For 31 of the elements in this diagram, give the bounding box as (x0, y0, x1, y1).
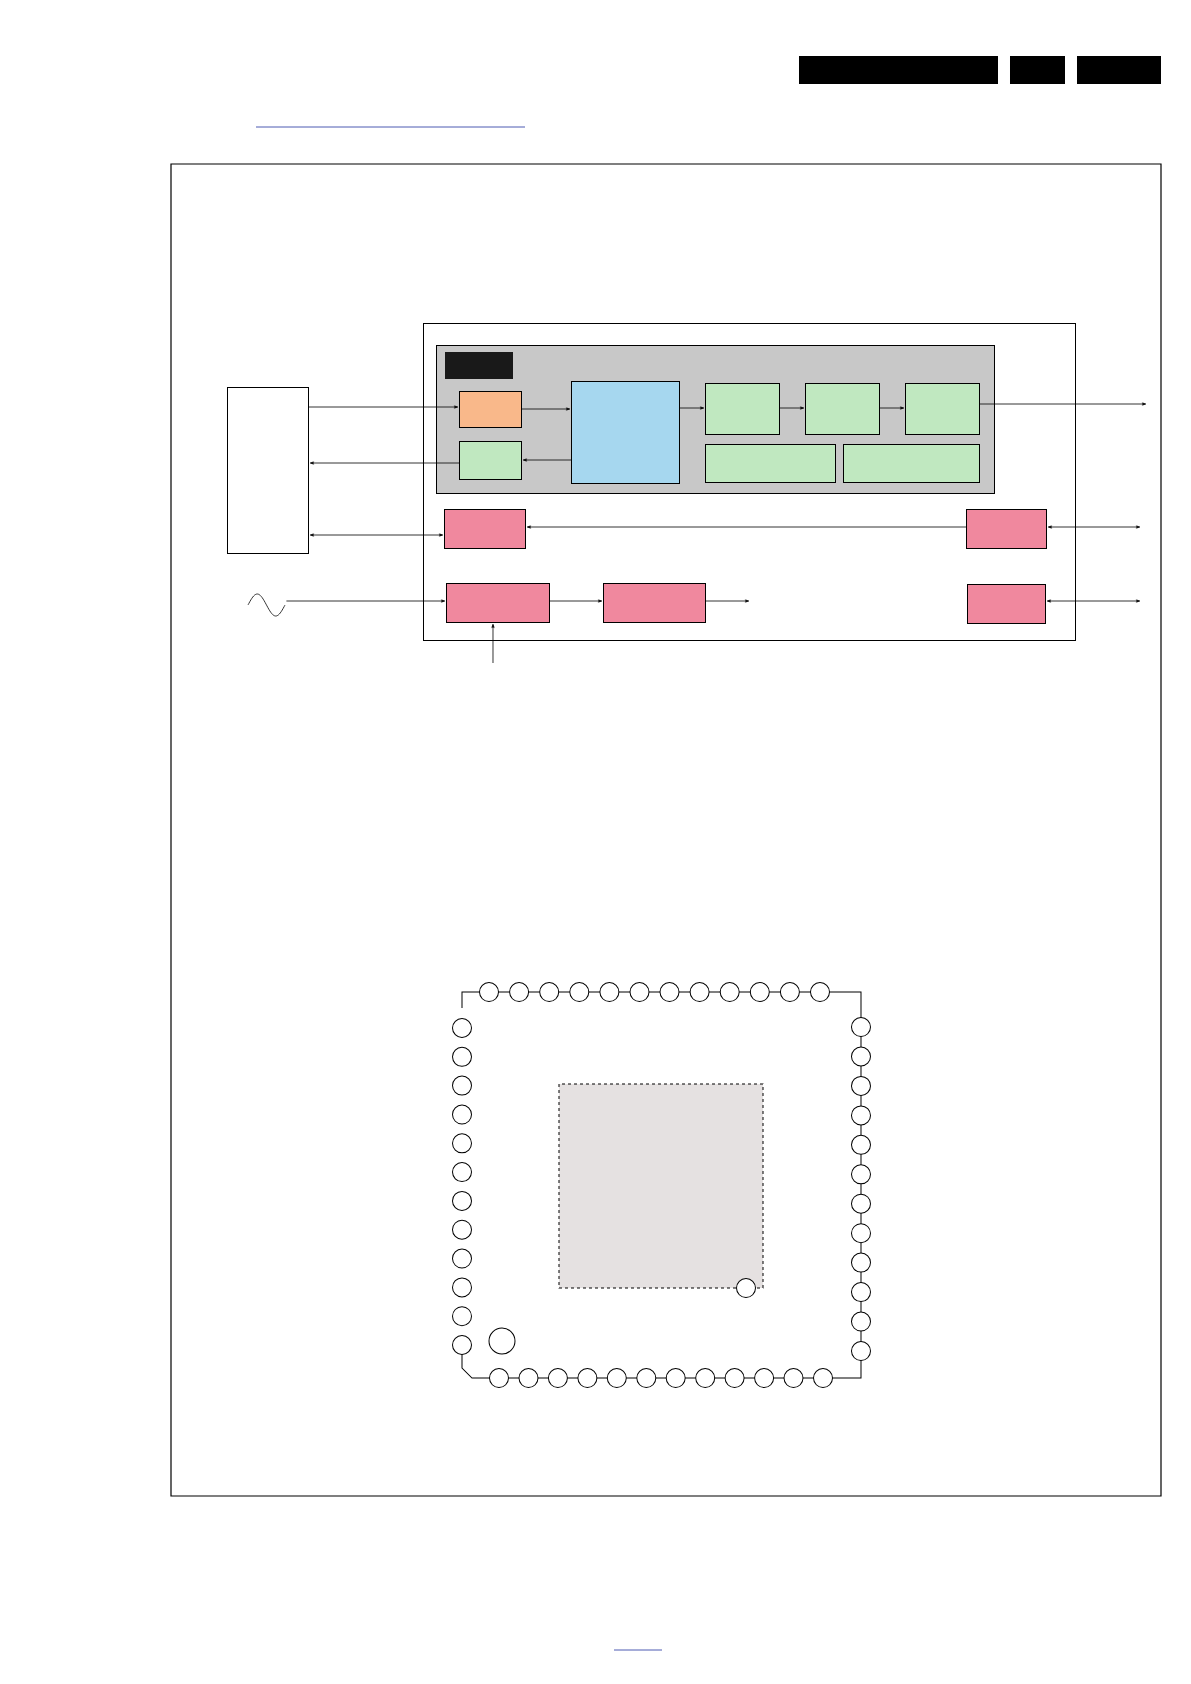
block-box (705, 383, 780, 435)
block-box (446, 583, 550, 623)
block-box (705, 444, 836, 483)
arrow (779, 406, 805, 410)
arrow (1047, 525, 1141, 529)
block-box (459, 441, 522, 480)
arrow (308, 405, 459, 409)
arrow (309, 533, 444, 537)
block-box (843, 444, 980, 483)
arrow (549, 599, 603, 603)
block-box (444, 509, 526, 549)
arrow (521, 407, 571, 411)
arrow (679, 406, 705, 410)
block-box (603, 583, 706, 623)
arrow (491, 623, 495, 664)
block-box (459, 391, 522, 428)
block-box (571, 381, 680, 484)
block-box (805, 383, 880, 435)
arrow (286, 599, 446, 603)
arrow (526, 525, 967, 529)
arrow (879, 406, 905, 410)
block-box (966, 509, 1047, 549)
arrow (1046, 599, 1141, 603)
block-box (967, 584, 1046, 624)
block-box (905, 383, 980, 435)
arrow (705, 599, 750, 603)
arrow (522, 458, 572, 462)
block-box (227, 387, 309, 554)
arrow (979, 402, 1147, 406)
wave-symbol (247, 593, 286, 617)
arrow (309, 461, 460, 465)
